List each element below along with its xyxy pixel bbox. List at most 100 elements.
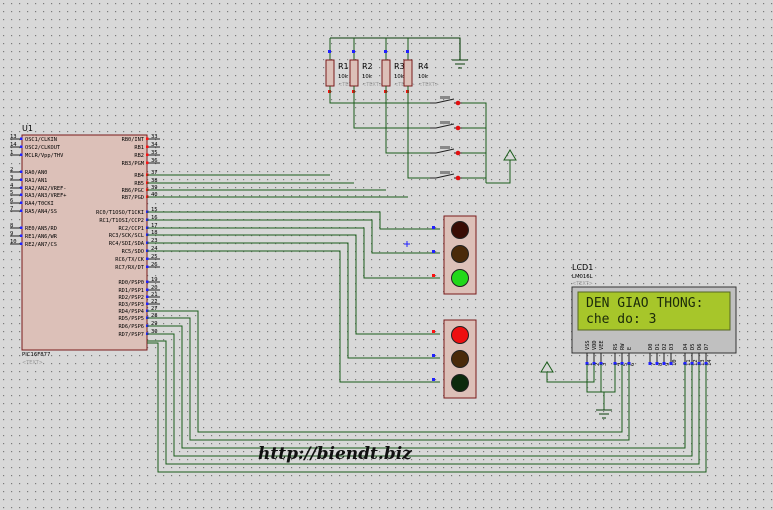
mcu-pin-number: 22 (151, 299, 158, 305)
lcd-pin: RS4 (613, 344, 622, 366)
lcd-pin-number: 8 (658, 363, 664, 366)
resistor-r2-tag: <TEXT> (362, 82, 383, 88)
mcu-pin-name: RD2/PSP2 (118, 295, 144, 301)
lcd-rs-wire (147, 310, 623, 433)
mcu-pin-name: RD5/PSP5 (118, 316, 144, 322)
resistor-r4-tag: <TEXT> (418, 82, 439, 88)
lcd-pin: D2 9 (662, 344, 671, 366)
crosshair-marker (404, 241, 410, 247)
lcd-pin-name: D7 (704, 344, 710, 350)
traffic-light-2-yellow-lamp (451, 350, 469, 368)
push-button-3[interactable] (430, 146, 462, 156)
mcu-pin-name: RB5 (134, 181, 144, 187)
lcd-pin-name: VEE (599, 340, 605, 350)
traffic-light-2-green-lamp (451, 374, 469, 392)
mcu-pin-number: 30 (151, 329, 158, 335)
mcu-pin-name: RC5/SDO (122, 249, 144, 255)
resistor-r4-value: 10k (418, 74, 429, 80)
watermark-url: http://biendt.biz (258, 444, 412, 464)
mcu-pin-number: 27 (151, 306, 158, 312)
mcu-pin-number: 35 (151, 150, 158, 156)
mcu-pin-name: RE1/AN6/WR (25, 234, 58, 240)
lcd-power-terminal-icon (540, 361, 554, 373)
lcd-pin-name: D2 (662, 344, 668, 350)
resistor-r4-ref: R4 (418, 62, 429, 71)
mcu-pin-name: RC0/T1OSO/T1CKI (96, 210, 144, 216)
lcd-pin-number: 5 (623, 363, 629, 366)
mcu-pin-number: 2 (10, 167, 13, 173)
mcu-pin-name: RA0/AN0 (25, 170, 47, 176)
lcd-pin-row: VSS1VDD2VEE3RS4RW5E6D07D18D29D310D411D51… (585, 340, 713, 366)
mcu-pin-number: 29 (151, 321, 158, 327)
mcu-pin-name: RB7/PGD (122, 195, 144, 201)
traffic-light-1-green-lamp (451, 269, 469, 287)
mcu-body (21, 134, 148, 351)
lcd-pin-number: 14 (707, 359, 713, 366)
lcd-line-2: che do: 3 (586, 312, 656, 327)
mcu-pin-number: 1 (10, 150, 13, 156)
mcu-pin-name: RA4/T0CKI (25, 201, 54, 207)
lcd-pin-name: D6 (697, 344, 703, 350)
push-button-1[interactable] (430, 96, 462, 106)
mcu-pin-name: RA1/AN1 (25, 178, 47, 184)
mcu-pin-name: OSC2/CLKOUT (25, 145, 61, 151)
mcu-pin-number: 26 (151, 262, 158, 268)
lcd-pin-number: 2 (595, 363, 601, 366)
resistor-r1-tag: <TEXT> (338, 82, 359, 88)
mcu-pin-number: 33 (151, 134, 158, 140)
mcu-pin-number: 19 (151, 277, 158, 283)
push-button-4[interactable] (430, 171, 462, 181)
resistor-r3-value: 10k (394, 74, 405, 80)
mcu-pin-name: RA3/AN3/VREF+ (25, 193, 66, 199)
mcu-pin-name: RC2/CCP1 (118, 226, 144, 232)
mcu-pin-number: 4 (10, 183, 14, 189)
lcd-pin-name: VSS (585, 340, 591, 350)
lcd-pin-number: 9 (665, 363, 671, 366)
mcu-pin-number: 38 (151, 178, 158, 184)
mcu-pin-name: RC7/RX/DT (115, 265, 145, 271)
mcu-pin-number: 8 (10, 223, 13, 229)
traffic-light-2[interactable] (432, 319, 477, 399)
lcd-pin-name: D5 (690, 344, 696, 350)
lcd-pin-number: 7 (651, 363, 657, 366)
push-button-group[interactable] (430, 96, 462, 181)
mcu-pin-number: 16 (151, 215, 158, 221)
power-terminal-icon (503, 149, 517, 161)
mcu-part: PIC16F877 (22, 352, 50, 358)
mcu-pin-number: 13 (10, 134, 17, 140)
lcd-pin-name: VDD (592, 340, 598, 350)
mcu-pin-number: 23 (151, 238, 158, 244)
mcu-pin-number: 3 (10, 175, 13, 181)
mcu-pin-number: 37 (151, 170, 158, 176)
push-button-2[interactable] (430, 121, 462, 131)
mcu-pin-name: RC3/SCK/SCL (109, 233, 144, 239)
mcu-pin-name: RC1/T1OSI/CCP2 (99, 218, 144, 224)
mcu-pin-name: RB2 (134, 153, 144, 159)
resistor-network[interactable]: R1 10k <TEXT> R2 10k <TEXT> R3 10k <TEXT… (325, 37, 468, 93)
lcd-e-wire (147, 317, 630, 441)
mcu-pin-number: 25 (151, 254, 158, 260)
traffic-light-1[interactable] (432, 215, 477, 295)
mcu-pin-number: 14 (10, 142, 17, 148)
lcd-module[interactable]: LCD1 LM016L <TEXT> DEN GIAO THONG: che d… (571, 263, 737, 366)
lcd-pin-number: 12 (693, 359, 699, 366)
lcd-pin: RW5 (620, 343, 629, 366)
